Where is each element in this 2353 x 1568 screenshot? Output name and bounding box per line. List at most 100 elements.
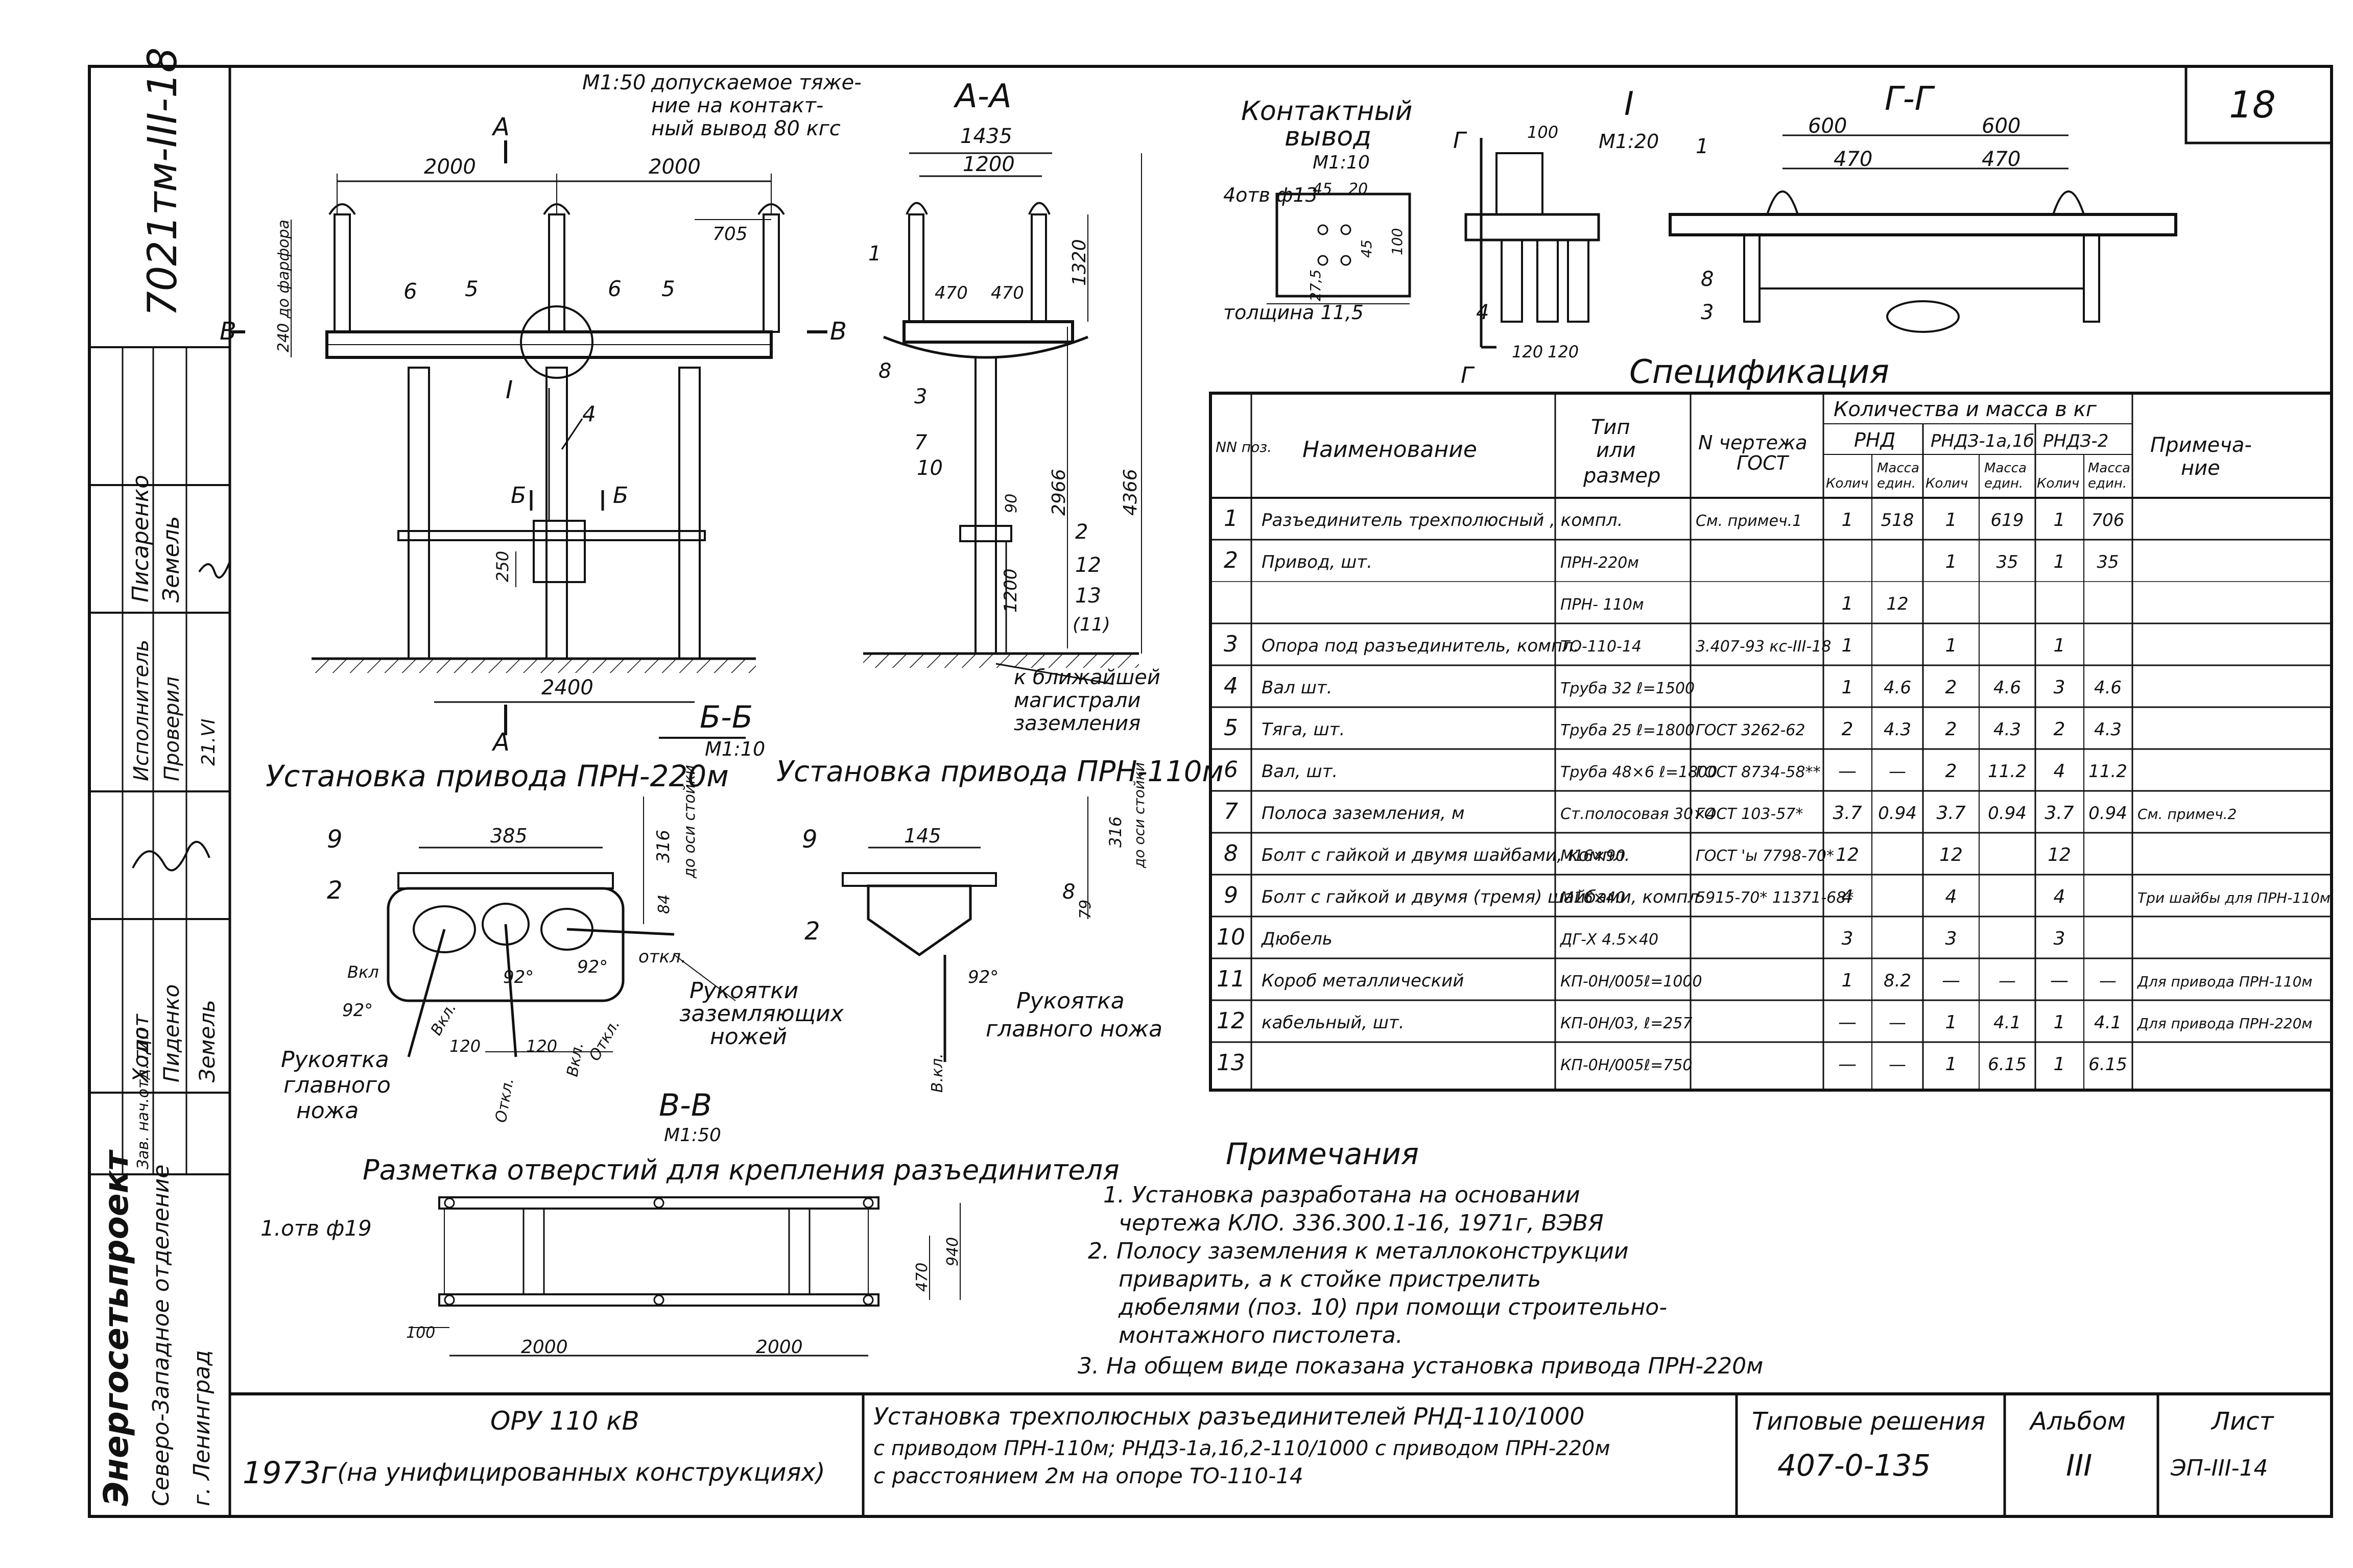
section-vv-text: В-В М1:50 Разметка отверстий для креплен… — [260, 1088, 1120, 1358]
spec-cell-c1: 3 — [1842, 928, 1853, 949]
spec-cell-pos: 5 — [1224, 715, 1238, 741]
side-drawing-code: 7021тм-III-18 — [140, 47, 186, 317]
tb-desc-3: с расстоянием 2м на опоре ТО-110-14 — [873, 1463, 1303, 1488]
spec-cell-type: Ст.полосовая 30×4 — [1560, 805, 1716, 823]
contact-dim-20: 20 — [1348, 180, 1368, 198]
spec-cell-note: Для привода ПРН-220м — [2136, 1015, 2313, 1032]
spec-cell-c3: — — [2050, 970, 2069, 991]
stamp-name-5: Земель — [195, 1000, 220, 1082]
stamp-role-1: Исполнитель — [130, 640, 153, 781]
spec-cell-type: КП-0Н/005ℓ=750 — [1560, 1056, 1693, 1074]
gg-label-1: 1 — [1696, 135, 1708, 158]
spec-cell-pos: 8 — [1224, 840, 1238, 866]
note-line-2: чертежа КЛО. 336.300.1-16, 1971г, ВЭВЯ — [1119, 1210, 1604, 1236]
organization: Энергосетьпроект — [97, 1149, 136, 1506]
city: г. Ленинград — [189, 1350, 215, 1506]
spec-table-grid — [1209, 392, 2333, 1092]
spec-cell-type: ТО-110-14 — [1560, 638, 1642, 656]
spec-cell-pos: 1 — [1224, 505, 1238, 532]
aa-dim-2966: 2966 — [1049, 469, 1069, 516]
gg-dim-600a: 600 — [1808, 114, 1847, 138]
gg-title: Г-Г — [1885, 80, 1935, 118]
tb-year: 1973г — [243, 1455, 337, 1491]
spec-cell-c2: 3.7 — [1936, 803, 1965, 824]
spec-cell-name: Вал шт. — [1262, 678, 1332, 698]
spec-h-note-1: Примеча- — [2150, 433, 2252, 457]
contact-dim-45v: 45 — [1358, 239, 1375, 258]
spec-cell-m2: 619 — [1991, 510, 2024, 530]
dim-705: 705 — [712, 224, 748, 245]
vv-holes: 1.отв ф19 — [260, 1216, 372, 1241]
spec-cell-m2: 35 — [1996, 552, 2018, 572]
spec-h-mass-3b: един. — [2088, 476, 2127, 491]
spec-cell-m1: — — [1889, 761, 1906, 782]
drive-110-label-on: В.кл. — [929, 1053, 946, 1093]
spec-cell-m2: 4.1 — [1993, 1012, 2021, 1033]
aa-dim-1435: 1435 — [960, 125, 1012, 148]
spec-h-mass-3a: Масса — [2088, 461, 2130, 476]
spec-cell-c2: 1 — [1945, 510, 1957, 530]
spec-h-type-2: или — [1596, 439, 1636, 462]
spec-cell-c2: 1 — [1945, 635, 1957, 656]
drive-110-angle: 92° — [968, 967, 999, 987]
notes: Примечания 1. Установка разработана на о… — [1078, 1137, 1763, 1379]
stamp-name-1: Писаренко — [128, 475, 154, 602]
gg-dim-470b: 470 — [1982, 148, 2021, 171]
section-aa — [863, 152, 1142, 685]
spec-cell-c3: 1 — [2054, 1012, 2065, 1033]
bb-scale: М1:10 — [705, 738, 765, 760]
spec-cell-gost: ГОСТ 8734-58** — [1696, 763, 1820, 781]
callout-main-handle-1: Рукоятка — [281, 1047, 389, 1073]
spec-h-note-2: ние — [2181, 456, 2220, 480]
contact-holes: 4отв ф13 — [1223, 184, 1318, 206]
spec-cell-type: КП-0Н/005ℓ=1000 — [1560, 973, 1702, 991]
aa-dim-4366: 4366 — [1120, 469, 1141, 516]
spec-title: Спецификация — [1629, 353, 1889, 391]
aa-title: А-А — [953, 78, 1012, 115]
spec-cell-m3: 6.15 — [2088, 1054, 2127, 1075]
contact-dim-27: 27,5 — [1307, 270, 1324, 301]
label-I: I — [506, 376, 513, 404]
spec-h-type-1: Тип — [1591, 416, 1630, 439]
spec-cell-name: Болт с гайкой и двумя шайбами, компл. — [1262, 845, 1630, 865]
spec-cell-m1: — — [1889, 1054, 1906, 1075]
spec-cell-m1: 4.3 — [1884, 719, 1911, 740]
contact-title-1: Контактный — [1241, 96, 1412, 127]
notes-title: Примечания — [1226, 1137, 1419, 1171]
note-line-5: дюбелями (поз. 10) при помощи строительн… — [1118, 1294, 1667, 1320]
spec-cell-c1: 1 — [1842, 677, 1853, 698]
signature-1 — [132, 840, 210, 872]
spec-cell-c3: 1 — [2054, 510, 2065, 530]
drive-220-label-on3: Вкл. — [563, 1041, 587, 1078]
general-scale: М1:50 — [582, 71, 646, 94]
spec-cell-c2: 2 — [1945, 719, 1957, 740]
detail-i-scale: М1:20 — [1599, 130, 1659, 153]
contact-dim-45: 45 — [1313, 180, 1332, 198]
vv-dim-2000b: 2000 — [756, 1337, 803, 1358]
drive-220-label-2: 2 — [327, 876, 343, 905]
spec-cell-pos: 9 — [1224, 882, 1238, 908]
aa-dim-90: 90 — [1003, 494, 1020, 513]
load-note-2: ние на контакт- — [651, 94, 823, 117]
detail-i-dim-100: 100 — [1527, 123, 1558, 142]
spec-cell-gost: ГОСТ 103-57* — [1696, 805, 1803, 823]
spec-cell-m3: 35 — [2097, 552, 2119, 572]
spec-cell-c1: 1 — [1842, 970, 1853, 991]
label-A-top: А — [491, 113, 510, 141]
signature-2 — [198, 561, 231, 579]
spec-cell-m1: 12 — [1886, 594, 1908, 614]
vv-dim-2000a: 2000 — [521, 1337, 568, 1358]
spec-cell-c2: — — [1942, 970, 1960, 991]
section-gg — [1669, 134, 2177, 333]
note-line-4: приварить, а к стойке пристрелить — [1119, 1266, 1541, 1292]
aa-label-2: 2 — [1075, 520, 1088, 544]
vv-dim-940: 940 — [944, 1237, 962, 1266]
spec-h-name: Наименование — [1302, 437, 1477, 463]
spec-cell-c3: 3.7 — [2045, 803, 2074, 824]
load-note-1: допускаемое тяже- — [651, 71, 862, 94]
drive-220-angle-2: 92° — [503, 967, 534, 987]
spec-h-drawing-2: ГОСТ — [1737, 452, 1790, 474]
